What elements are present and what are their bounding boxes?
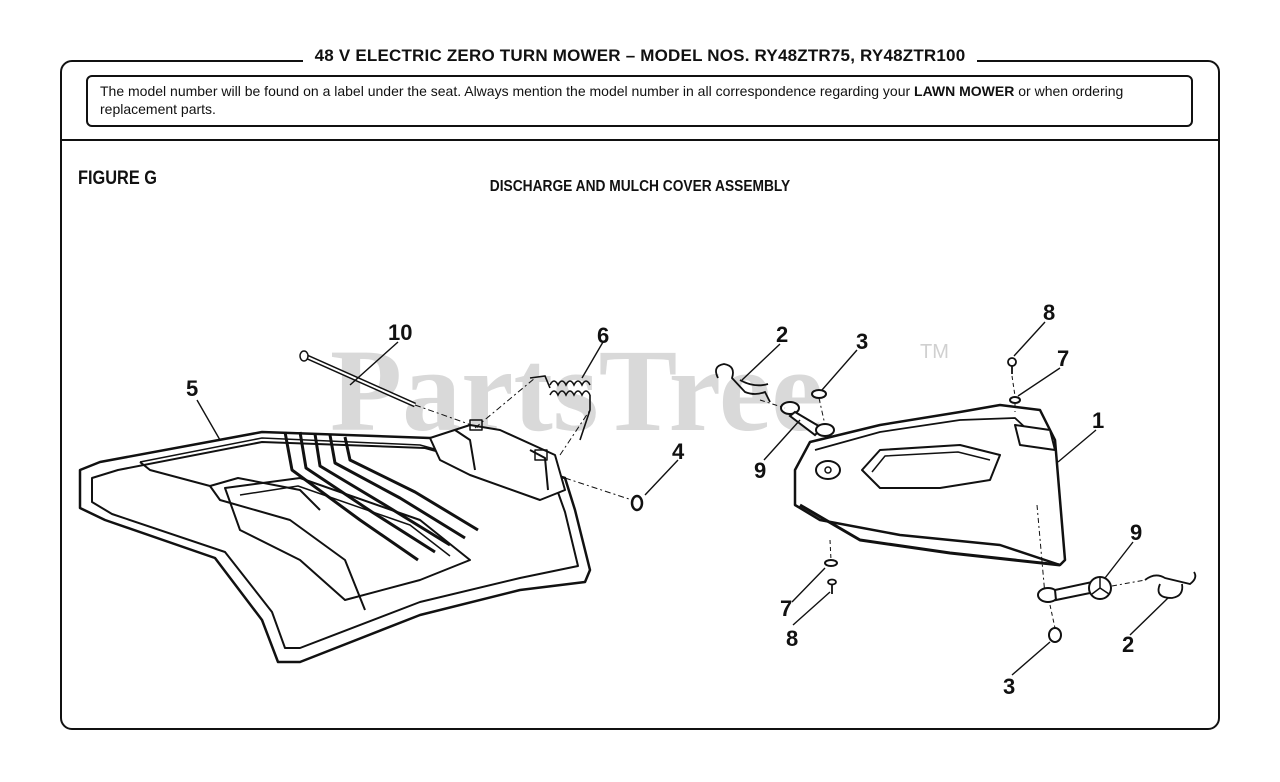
model-notice: The model number will be found on a labe… xyxy=(86,75,1193,127)
part-3-cap-upper xyxy=(811,389,827,426)
notice-bold: LAWN MOWER xyxy=(914,83,1015,99)
callout-1: 1 xyxy=(1092,408,1104,433)
part-2-hairpin-clip-upper xyxy=(715,363,771,403)
part-9-latch-arm-upper xyxy=(759,399,835,437)
part-10-rod xyxy=(299,350,481,429)
callout-8-lower: 8 xyxy=(786,626,798,651)
callout-3-upper: 3 xyxy=(856,329,868,354)
part-9-latch-arm-lower xyxy=(1037,576,1146,603)
part-4-washer xyxy=(564,477,644,512)
part-8-screw-upper xyxy=(1007,357,1017,374)
callout-2-lower: 2 xyxy=(1122,632,1134,657)
part-8-screw-lower xyxy=(827,578,837,594)
callout-9-upper: 9 xyxy=(754,458,766,483)
callout-9-lower: 9 xyxy=(1130,520,1142,545)
leader-lines xyxy=(196,321,1169,676)
callout-7-lower: 7 xyxy=(780,596,792,621)
assembly-title: DISCHARGE AND MULCH COVER ASSEMBLY xyxy=(489,178,791,195)
part-2-hairpin-clip-lower xyxy=(1144,571,1197,599)
part-7-washer-lower xyxy=(824,539,838,567)
part-7-washer-upper xyxy=(1009,375,1021,412)
notice-text-before: The model number will be found on a labe… xyxy=(100,83,915,99)
callout-10: 10 xyxy=(388,320,412,345)
callout-6: 6 xyxy=(597,323,609,348)
callout-7-upper: 7 xyxy=(1057,346,1069,371)
callout-4: 4 xyxy=(672,439,685,464)
figure-label: FIGURE G xyxy=(78,168,157,189)
divider xyxy=(61,139,1219,141)
callout-2-upper: 2 xyxy=(776,322,788,347)
callout-8-upper: 8 xyxy=(1043,300,1055,325)
part-1-discharge-chute xyxy=(793,403,1067,596)
callout-3-lower: 3 xyxy=(1003,674,1015,699)
part-6-spring xyxy=(474,375,591,456)
callout-5: 5 xyxy=(186,376,198,401)
header-title: 48 V ELECTRIC ZERO TURN MOWER – MODEL NO… xyxy=(302,46,978,65)
page-header: 48 V ELECTRIC ZERO TURN MOWER – MODEL NO… xyxy=(0,46,1280,66)
notice-text-after: or when ordering replacement parts. xyxy=(100,83,1124,117)
part-3-cap-lower xyxy=(1048,604,1062,643)
watermark-tm: TM xyxy=(920,341,949,363)
part-5-mulch-cover xyxy=(78,419,592,664)
